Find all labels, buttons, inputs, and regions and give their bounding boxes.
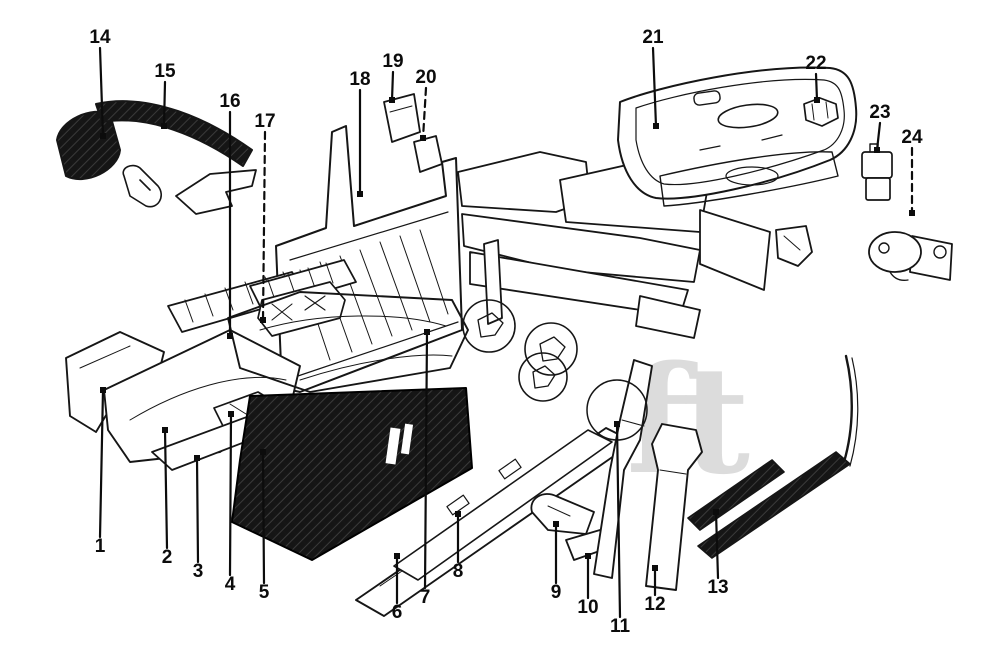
right-trim-strip <box>842 354 859 467</box>
part-19-small-panel <box>383 93 421 143</box>
callout-5: 5 <box>259 582 270 604</box>
callout-23: 23 <box>869 102 890 124</box>
callout-10: 10 <box>577 597 598 619</box>
flat-plate-panel <box>175 169 257 215</box>
callout-20: 20 <box>415 67 436 89</box>
callout-18-label: 18 <box>349 69 371 90</box>
callout-24: 24 <box>901 127 922 149</box>
callout-5-label: 5 <box>258 582 270 603</box>
callout-15-label: 15 <box>154 61 176 82</box>
callout-13: 13 <box>707 577 728 599</box>
callout-4-label: 4 <box>224 574 236 595</box>
callout-7-label: 7 <box>419 587 431 608</box>
callout-15: 15 <box>154 61 175 83</box>
package-tray-panel <box>617 66 858 207</box>
callout-17: 17 <box>254 111 275 133</box>
hook-bracket <box>122 164 162 208</box>
part-14-insulation-pad <box>56 110 121 181</box>
callout-8-label: 8 <box>452 561 464 582</box>
part-17-x-brace-bracket <box>257 281 346 337</box>
part-15-sill-trim-strip <box>95 100 253 167</box>
callout-14-label: 14 <box>89 27 111 48</box>
center-floor-pan <box>227 291 469 393</box>
part-12-b-pillar-outer <box>645 423 703 591</box>
callout-1: 1 <box>95 536 106 558</box>
callout-7: 7 <box>420 587 431 609</box>
part-9-bracket <box>530 493 595 535</box>
callout-8: 8 <box>453 561 464 583</box>
callout-3: 3 <box>193 561 204 583</box>
rocker-panel-dark <box>231 387 473 561</box>
callout-3-label: 3 <box>192 561 204 582</box>
callout-4: 4 <box>225 574 236 596</box>
callout-14: 14 <box>89 27 110 49</box>
callout-18: 18 <box>349 69 370 91</box>
callout-9-label: 9 <box>550 582 562 603</box>
callout-21: 21 <box>642 27 663 49</box>
callout-22-label: 22 <box>805 53 827 74</box>
callout-12-label: 12 <box>644 594 666 615</box>
callout-1-label: 1 <box>94 536 106 557</box>
part-13-sill-strips <box>687 451 851 559</box>
callout-11: 11 <box>610 616 630 638</box>
part-8-sill-inner-strip <box>393 429 613 581</box>
callout-9: 9 <box>551 582 562 604</box>
callout-17-label: 17 <box>254 111 276 132</box>
callout-11-label: 11 <box>609 616 631 637</box>
callout-13-label: 13 <box>707 577 729 598</box>
callout-22: 22 <box>805 53 826 75</box>
callout-20-label: 20 <box>415 67 437 88</box>
callout-6-label: 6 <box>391 602 403 623</box>
callout-2: 2 <box>162 547 173 569</box>
callout-24-label: 24 <box>901 127 923 148</box>
callout-12: 12 <box>644 594 665 616</box>
part-24-motor <box>868 231 953 281</box>
callout-2-label: 2 <box>161 547 173 568</box>
callout-19-label: 19 <box>382 51 404 72</box>
hinge-detail-circles <box>462 299 578 402</box>
callout-6: 6 <box>392 602 403 624</box>
callout-19: 19 <box>382 51 403 73</box>
callout-16: 16 <box>219 91 240 113</box>
callout-23-label: 23 <box>869 102 891 123</box>
callout-10-label: 10 <box>577 597 599 618</box>
leader-lines <box>98 46 915 619</box>
part-20-bracket <box>413 135 443 173</box>
misc-bracket-right <box>775 225 813 267</box>
lock-pillar-strip <box>483 239 503 325</box>
callout-16-label: 16 <box>219 91 241 112</box>
rear-crossmember-assembly <box>457 151 771 339</box>
callout-21-label: 21 <box>642 27 664 48</box>
